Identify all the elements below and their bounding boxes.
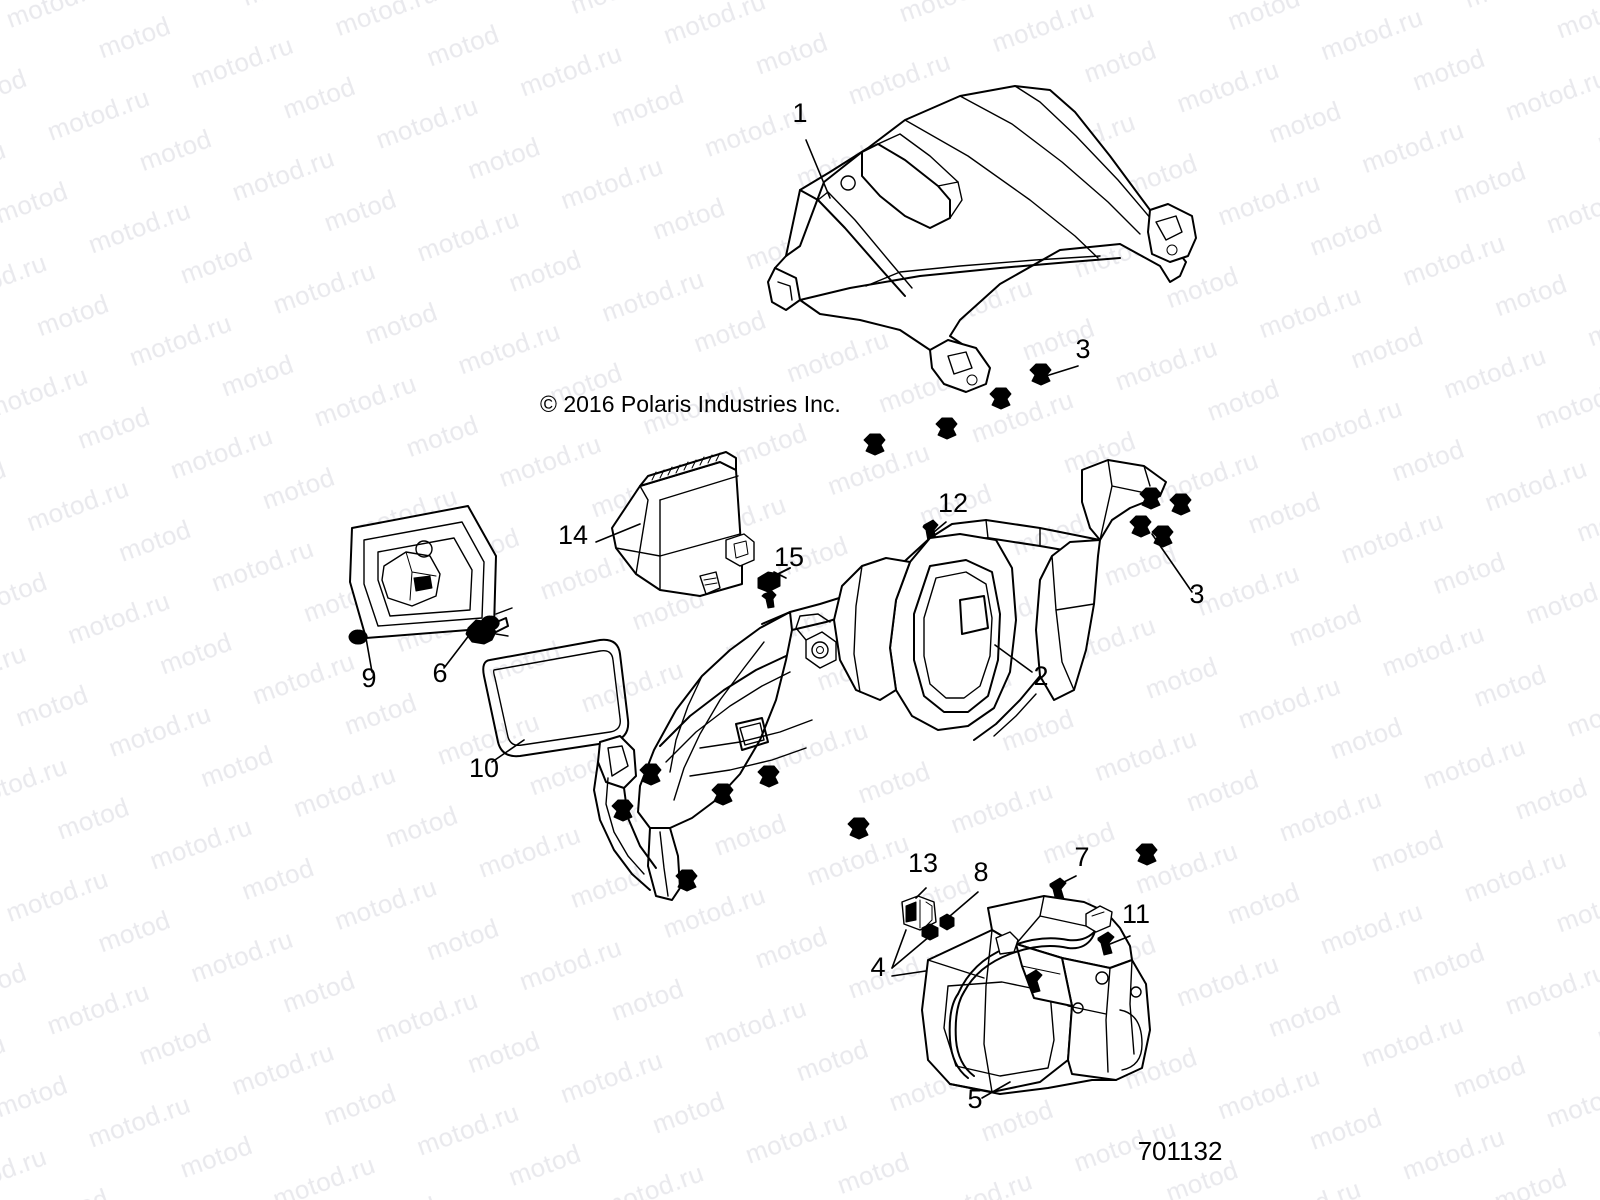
callout-label-5: 5 — [967, 1084, 982, 1114]
callout-label-3-right: 3 — [1189, 579, 1204, 609]
callout-label-13: 13 — [908, 848, 938, 878]
copyright-notice: © 2016 Polaris Industries Inc. — [540, 391, 841, 417]
callout-label-14: 14 — [558, 520, 588, 550]
callout-label-6: 6 — [432, 658, 447, 688]
part-14-glovebox-liner[interactable] — [611, 451, 755, 597]
callout-label-7: 7 — [1074, 842, 1089, 872]
diagram-part-number: 701132 — [1138, 1136, 1223, 1166]
leader-line-8 — [949, 891, 979, 917]
callout-label-12: 12 — [938, 488, 968, 518]
part-10-glovebox-seal[interactable] — [482, 638, 630, 758]
washer-near-bracket[interactable] — [921, 923, 939, 941]
part-1-hood-cover[interactable] — [767, 85, 1197, 393]
callout-label-10: 10 — [469, 753, 499, 783]
part-5-console-storage-box[interactable] — [921, 895, 1151, 1095]
callout-label-11: 11 — [1122, 899, 1150, 929]
callout-label-15: 15 — [774, 542, 804, 572]
part-8-nut[interactable] — [939, 913, 955, 931]
callout-label-8: 8 — [973, 857, 988, 887]
callout-label-2: 2 — [1033, 661, 1048, 691]
leader-line-6 — [443, 633, 471, 669]
callout-label-1: 1 — [792, 98, 807, 128]
fastener-small-below-15[interactable] — [761, 590, 777, 609]
callout-label-4: 4 — [870, 952, 885, 982]
callout-label-9: 9 — [361, 663, 376, 693]
callout-label-3-upper: 3 — [1075, 334, 1090, 364]
